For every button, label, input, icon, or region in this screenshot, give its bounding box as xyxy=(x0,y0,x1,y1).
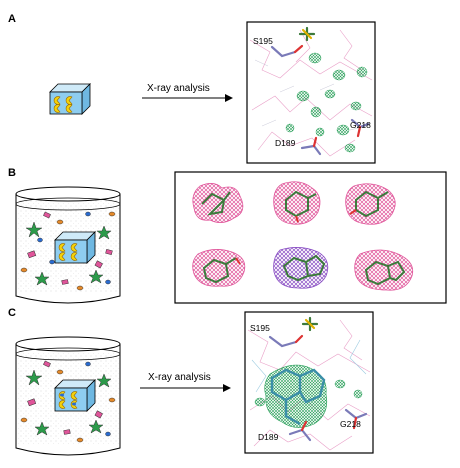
structure-a: S195 G218 D189 xyxy=(246,21,376,164)
residue-label-a-3: D189 xyxy=(275,138,296,148)
panel-b: B xyxy=(8,167,447,304)
ligand-density xyxy=(264,364,328,428)
density-blobs-c xyxy=(254,379,363,407)
arrow-a-label: X-ray analysis xyxy=(147,83,210,94)
density-blobs xyxy=(285,52,368,153)
crystal-icon-c xyxy=(54,379,96,412)
fragment-shapes xyxy=(20,211,116,291)
crystal-icon-b xyxy=(54,231,96,264)
fragment-map-5 xyxy=(273,247,329,289)
fragment-grid xyxy=(174,171,447,304)
panel-a-letter: A xyxy=(8,13,16,25)
fragment-map-2 xyxy=(273,181,321,225)
residue-label-c-2: D189 xyxy=(258,432,279,442)
residue-label-c-3: G218 xyxy=(340,419,361,429)
beaker-c xyxy=(15,336,121,456)
arrow-c-label: X-ray analysis xyxy=(148,372,211,383)
panel-a: A X-ray analysis xyxy=(8,13,376,164)
residue-label-a-1: S195 xyxy=(253,36,273,46)
beaker-b xyxy=(15,186,121,304)
panel-c: C xyxy=(8,307,374,456)
structure-c: S195 D189 G218 xyxy=(244,311,374,454)
fragment-map-3 xyxy=(345,183,396,225)
residue-label-a-2: G218 xyxy=(350,120,371,130)
residue-label-c-1: S195 xyxy=(250,323,270,333)
fragment-map-1 xyxy=(192,183,244,223)
fragment-shapes-c xyxy=(20,360,116,443)
panel-b-letter: B xyxy=(8,167,16,179)
panel-c-letter: C xyxy=(8,307,16,319)
fragment-map-4 xyxy=(192,249,246,287)
fragment-map-6 xyxy=(354,249,414,291)
crystal-icon xyxy=(49,83,91,115)
protein-lobes xyxy=(53,96,73,113)
